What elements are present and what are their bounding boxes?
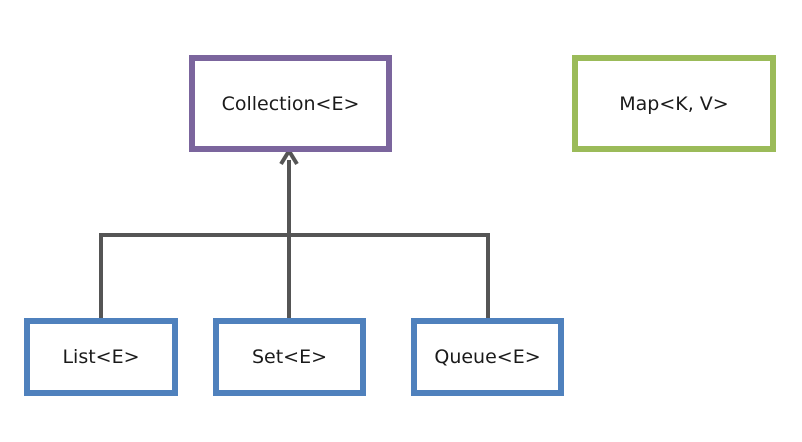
map-node: Map<K, V>: [572, 55, 776, 152]
list-node: List<E>: [24, 318, 178, 396]
queue-node: Queue<E>: [411, 318, 564, 396]
set-label: Set<E>: [251, 346, 328, 368]
queue-label: Queue<E>: [434, 346, 541, 368]
collection-label: Collection<E>: [221, 92, 360, 115]
collection-node: Collection<E>: [189, 55, 392, 152]
map-label: Map<K, V>: [619, 92, 729, 115]
list-label: List<E>: [62, 346, 140, 368]
set-node: Set<E>: [213, 318, 366, 396]
